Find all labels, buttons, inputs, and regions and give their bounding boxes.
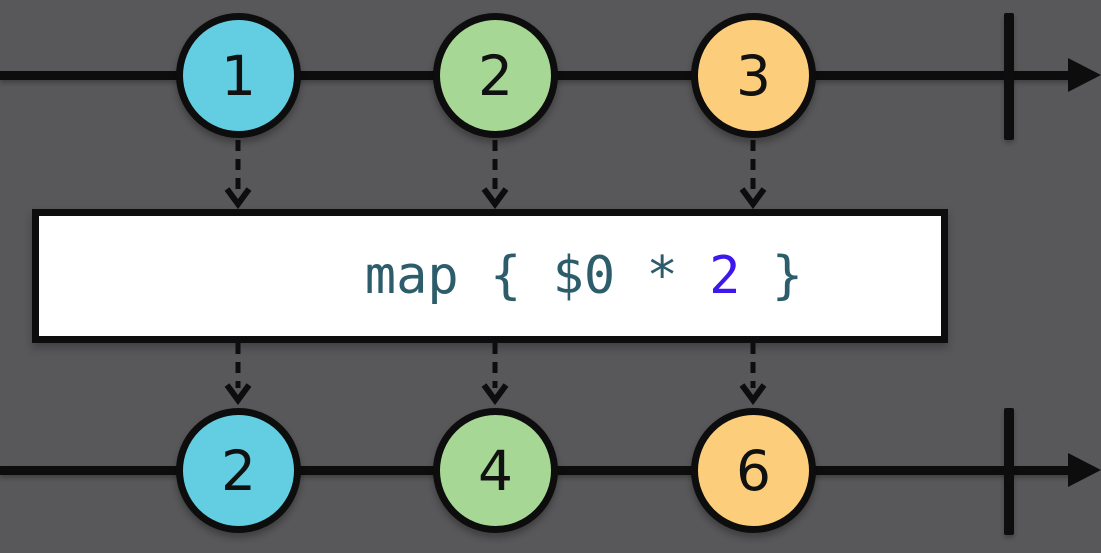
input-timeline-arrow-icon bbox=[1068, 58, 1101, 92]
dashed-down-arrow-icon bbox=[223, 342, 253, 405]
operator-box: map { $0 * 2 } bbox=[32, 209, 948, 343]
operator-code: map { $0 * 2 } bbox=[177, 198, 803, 354]
input-marble: 1 bbox=[176, 13, 301, 138]
operator-code-prefix: map { $0 * bbox=[364, 246, 710, 306]
input-marble: 3 bbox=[691, 13, 816, 138]
input-marble-value: 3 bbox=[736, 43, 771, 108]
output-marble: 4 bbox=[433, 408, 558, 533]
output-marble-value: 4 bbox=[478, 438, 513, 503]
dashed-down-arrow-icon bbox=[223, 139, 253, 209]
output-timeline-arrow-icon bbox=[1068, 453, 1101, 487]
input-marble-value: 2 bbox=[478, 43, 513, 108]
input-completion-bar-icon bbox=[1004, 13, 1014, 140]
dashed-down-arrow-icon bbox=[480, 342, 510, 405]
output-marble-value: 6 bbox=[736, 438, 771, 503]
dashed-down-arrow-icon bbox=[738, 139, 768, 209]
input-marble-value: 1 bbox=[221, 43, 256, 108]
output-marble: 2 bbox=[176, 408, 301, 533]
output-completion-bar-icon bbox=[1004, 408, 1014, 535]
dashed-down-arrow-icon bbox=[738, 342, 768, 405]
output-marble: 6 bbox=[691, 408, 816, 533]
output-marble-value: 2 bbox=[221, 438, 256, 503]
dashed-down-arrow-icon bbox=[480, 139, 510, 209]
input-marble: 2 bbox=[433, 13, 558, 138]
operator-code-suffix: } bbox=[740, 246, 804, 306]
operator-code-argument: 2 bbox=[709, 246, 741, 306]
